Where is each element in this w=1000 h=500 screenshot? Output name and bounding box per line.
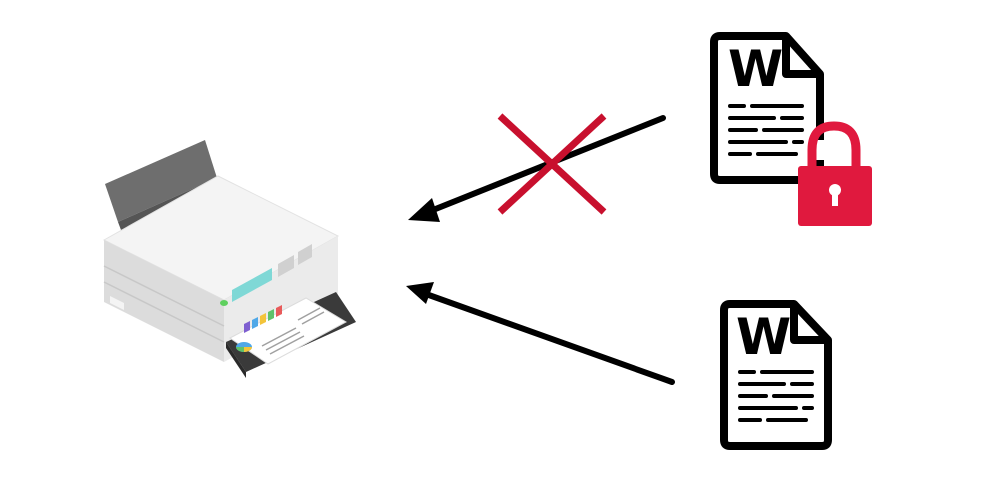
protected-word-document: W (710, 32, 872, 226)
printer-icon (102, 140, 356, 378)
document-text-lines (728, 104, 804, 156)
cross-icon (497, 113, 607, 215)
arrow-doc-to-printer (406, 282, 675, 385)
lock-icon (798, 121, 872, 226)
word-document-icon: W (710, 32, 824, 184)
document-text-lines (738, 370, 814, 422)
word-document-icon: W (720, 300, 832, 450)
document-letter: W (736, 308, 791, 366)
document-letter: W (728, 40, 783, 98)
word-document: W (720, 300, 832, 450)
arrow-protected-to-printer (408, 115, 666, 222)
